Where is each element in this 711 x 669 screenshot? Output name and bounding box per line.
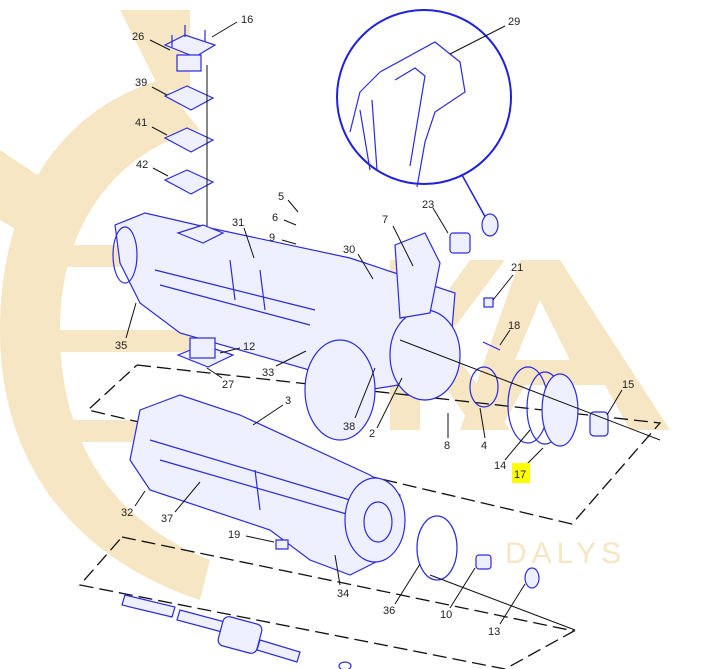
- label-4[interactable]: 4: [481, 440, 487, 452]
- label-38[interactable]: 38: [343, 421, 355, 433]
- explode-box-upper: [86, 364, 662, 525]
- label-7[interactable]: 7: [382, 214, 388, 226]
- label-8[interactable]: 8: [444, 440, 450, 452]
- bushing-23: [449, 232, 471, 254]
- o-ring-4: [469, 366, 499, 408]
- label-14[interactable]: 14: [494, 460, 506, 472]
- label-29[interactable]: 29: [508, 16, 520, 28]
- highlight-17: [512, 463, 530, 483]
- seal-13: [524, 567, 540, 589]
- label-26[interactable]: 26: [132, 31, 144, 43]
- detail-circle-seal: [336, 9, 512, 223]
- bushing-10: [475, 554, 492, 570]
- flange-hub-26: [163, 25, 217, 72]
- gear-15: [589, 411, 609, 437]
- leader-lines: [125, 21, 623, 625]
- nut-19: [275, 539, 289, 550]
- label-30[interactable]: 30: [343, 244, 355, 256]
- label-9[interactable]: 9: [269, 232, 275, 244]
- lower-axle-housing: [129, 394, 406, 576]
- explode-box-lower: [78, 536, 576, 669]
- seal-29-small: [481, 213, 499, 237]
- label-35[interactable]: 35: [115, 340, 127, 352]
- label-36[interactable]: 36: [383, 605, 395, 617]
- watermark-subtext: DALYS: [505, 537, 626, 570]
- label-10[interactable]: 10: [440, 609, 452, 621]
- label-18[interactable]: 18: [508, 320, 520, 332]
- label-37[interactable]: 37: [161, 513, 173, 525]
- label-31[interactable]: 31: [232, 217, 244, 229]
- label-2[interactable]: 2: [369, 428, 375, 440]
- label-12[interactable]: 12: [243, 341, 255, 353]
- label-42[interactable]: 42: [136, 159, 148, 171]
- label-33[interactable]: 33: [262, 367, 274, 379]
- friction-discs-14: [507, 366, 579, 447]
- label-17[interactable]: 17: [514, 469, 526, 481]
- label-41[interactable]: 41: [135, 117, 147, 129]
- upper-axle-housing: [112, 212, 461, 441]
- label-5[interactable]: 5: [278, 191, 284, 203]
- gasket-41: [163, 127, 215, 153]
- label-19[interactable]: 19: [228, 529, 240, 541]
- label-32[interactable]: 32: [121, 507, 133, 519]
- label-15[interactable]: 15: [622, 379, 634, 391]
- label-23[interactable]: 23: [422, 199, 434, 211]
- o-ring-36: [416, 515, 458, 581]
- label-21[interactable]: 21: [511, 262, 523, 274]
- label-13[interactable]: 13: [488, 626, 500, 638]
- label-16[interactable]: 16: [241, 14, 253, 26]
- pin-18: [482, 341, 501, 351]
- label-39[interactable]: 39: [135, 77, 147, 89]
- label-34[interactable]: 34: [337, 588, 349, 600]
- label-6[interactable]: 6: [272, 212, 278, 224]
- gasket-39: [163, 85, 215, 111]
- drive-shaft: [121, 594, 352, 669]
- gasket-42: [163, 169, 215, 195]
- plug-21: [483, 297, 494, 308]
- label-3[interactable]: 3: [285, 395, 291, 407]
- mount-12: [176, 337, 235, 368]
- part-labels: 16 26 39 41 42 29 5 6 9 31 7 23 30 21 18…: [115, 14, 634, 638]
- label-27[interactable]: 27: [222, 379, 234, 391]
